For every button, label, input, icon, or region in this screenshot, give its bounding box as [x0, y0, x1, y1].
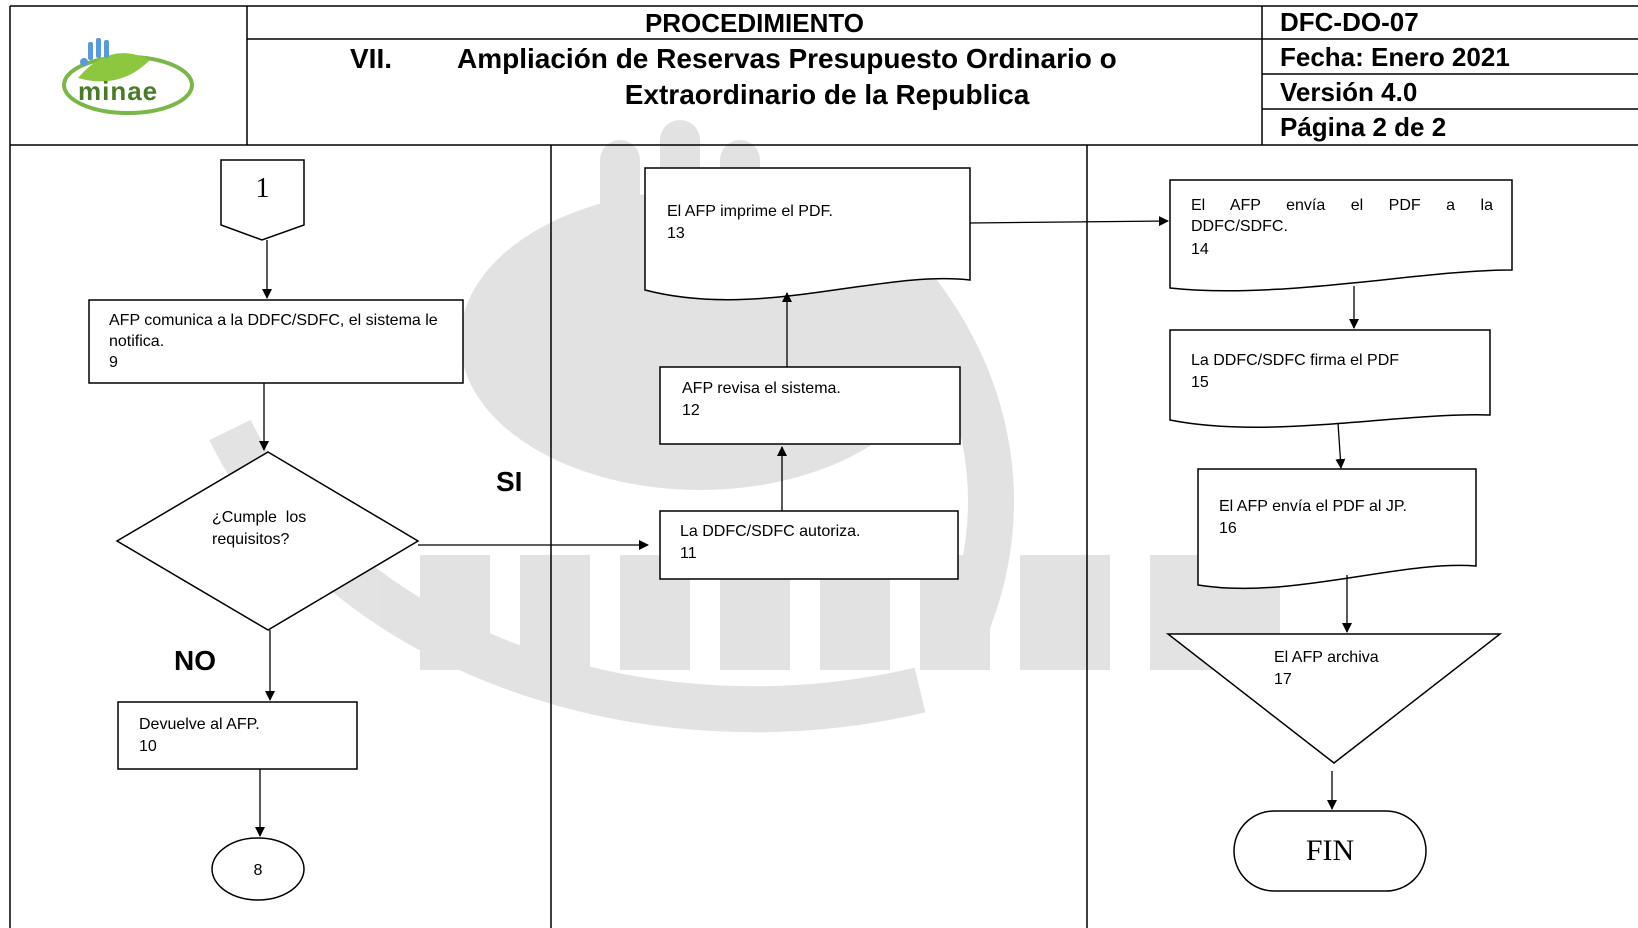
step15-document — [1169, 329, 1491, 429]
end-label: FIN — [1305, 834, 1355, 867]
step16-text: El AFP envía el PDF al JP. — [1219, 498, 1407, 515]
step9-box — [88, 299, 464, 384]
end-connector-label: 8 — [253, 862, 263, 879]
flow-arrows — [255, 216, 1359, 837]
step16-number: 16 — [1219, 520, 1237, 537]
minae-logo — [62, 38, 194, 115]
step17-text: El AFP archiva — [1274, 649, 1379, 666]
start-connector-shape — [220, 159, 305, 241]
step10-box — [117, 701, 358, 770]
step10-number: 10 — [139, 738, 157, 755]
arrow-15-to-16 — [1335, 422, 1346, 469]
arrow-13-to-14 — [969, 216, 1169, 227]
step12-text: AFP revisa el sistema. — [682, 380, 841, 397]
step14-text: El AFP envía el PDF a la DDFC/SDFC. — [1191, 197, 1493, 235]
section-number: VII. — [350, 43, 393, 74]
step16-document — [1197, 468, 1477, 590]
title-line-2: Extraordinario de la Republica — [624, 79, 1030, 110]
step15-text: La DDFC/SDFC firma el PDF — [1191, 352, 1400, 369]
step9-number: 9 — [109, 354, 118, 371]
step13-number: 13 — [667, 225, 685, 242]
start-connector-label: 1 — [255, 173, 270, 204]
step14-document — [1169, 179, 1513, 292]
procedure-label: PROCEDIMIENTO — [644, 8, 865, 38]
step13-text: El AFP imprime el PDF. — [667, 203, 833, 220]
decision-diamond — [115, 451, 420, 631]
step13-document — [644, 167, 971, 301]
step12-box — [659, 366, 961, 445]
end-connector-shape — [211, 837, 305, 901]
step17-number: 17 — [1274, 671, 1292, 688]
header-frame — [9, 5, 1638, 928]
step17-triangle — [1165, 633, 1503, 764]
decision-text-line1: ¿Cumple los — [212, 509, 307, 526]
document-page: Página 2 de 2 — [1280, 112, 1447, 142]
decision-text-line2: requisitos? — [212, 531, 290, 548]
step12-number: 12 — [682, 402, 700, 419]
document-code: DFC-DO-07 — [1280, 7, 1419, 37]
end-terminator — [1233, 810, 1427, 892]
no-label: NO — [174, 645, 216, 676]
step11-text: La DDFC/SDFC autoriza. — [680, 523, 861, 540]
document-date: Fecha: Enero 2021 — [1280, 42, 1510, 72]
step15-number: 15 — [1191, 374, 1209, 391]
title-line-1: Ampliación de Reservas Presupuesto Ordin… — [457, 43, 1117, 74]
step11-box — [659, 510, 959, 580]
step14-number: 14 — [1191, 241, 1209, 258]
yes-label: SI — [496, 466, 523, 497]
logo-text: minae — [78, 76, 159, 106]
step9-text: AFP comunica a la DDFC/SDFC, el sistema … — [109, 312, 438, 350]
document-version: Versión 4.0 — [1280, 77, 1418, 107]
step10-text: Devuelve al AFP. — [139, 716, 260, 733]
step11-number: 11 — [680, 545, 697, 562]
